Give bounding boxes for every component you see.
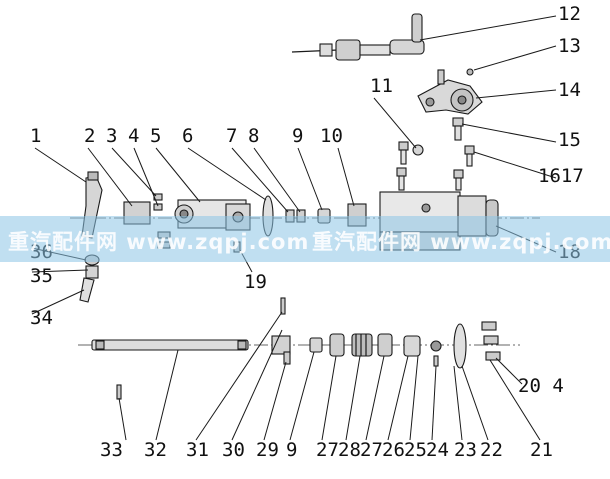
- leader-lines: [31, 15, 557, 441]
- callout-6: 6: [182, 125, 193, 147]
- callout-24: 24: [426, 439, 449, 461]
- part-31-pin: [280, 297, 286, 315]
- part-29-block: [271, 335, 291, 365]
- part-12-linkage-cable: [291, 13, 425, 61]
- callout-14: 14: [558, 79, 581, 101]
- part-15-bolt: [452, 117, 464, 141]
- part-3-4-screws: [153, 193, 163, 211]
- callout-3: 3: [106, 125, 117, 147]
- callout-8: 8: [248, 125, 259, 147]
- callout-9-upper: 9: [292, 125, 303, 147]
- callout-34: 34: [30, 307, 53, 329]
- callout-2: 2: [84, 125, 95, 147]
- callout-31: 31: [186, 439, 209, 461]
- callout-28: 28: [338, 439, 361, 461]
- callout-20-4: 20 4: [518, 375, 564, 397]
- callout-9-lower: 9: [286, 439, 297, 461]
- callout-27-b: 27: [360, 439, 383, 461]
- part-27-ring-a: [329, 333, 345, 357]
- callout-32: 32: [144, 439, 167, 461]
- callout-25: 25: [404, 439, 427, 461]
- callout-12: 12: [558, 3, 581, 25]
- callout-11: 11: [370, 75, 393, 97]
- watermark-band: [0, 216, 610, 262]
- part-32-shaft: [91, 339, 249, 351]
- part-20-21-bolts: [481, 321, 501, 361]
- callout-33: 33: [100, 439, 123, 461]
- part-34-35-36-bolt-nut: [79, 254, 100, 303]
- callout-13: 13: [558, 35, 581, 57]
- part-33-pin: [116, 384, 122, 400]
- part-9-bushing-lower: [309, 337, 323, 353]
- part-23-24-ring-pin: [430, 340, 442, 367]
- callout-27-a: 27: [316, 439, 339, 461]
- part-14-lever-plate: [417, 69, 483, 115]
- callout-35: 35: [30, 265, 53, 287]
- callout-4: 4: [128, 125, 139, 147]
- callout-26: 26: [382, 439, 405, 461]
- part-11-bolts: [396, 141, 424, 191]
- part-22-washer: [453, 323, 467, 369]
- part-27-ring-b: [377, 333, 393, 357]
- part-16-17-bolts: [453, 145, 475, 191]
- callout-15: 15: [558, 129, 581, 151]
- part-25-26-bushing: [403, 335, 421, 357]
- callout-19: 19: [244, 271, 267, 293]
- callout-23: 23: [454, 439, 477, 461]
- callout-7: 7: [226, 125, 237, 147]
- callout-5: 5: [150, 125, 161, 147]
- part-13-nut: [466, 68, 474, 76]
- callout-1617: 1617: [538, 165, 584, 187]
- callout-30: 30: [222, 439, 245, 461]
- watermark-right: 重汽配件网 www.zqpj.com: [312, 230, 610, 254]
- callout-1: 1: [30, 125, 41, 147]
- part-28-spring: [351, 333, 373, 357]
- callout-10: 10: [320, 125, 343, 147]
- callout-29: 29: [256, 439, 279, 461]
- callout-22: 22: [480, 439, 503, 461]
- callout-21: 21: [530, 439, 553, 461]
- watermark-left: 重汽配件网 www.zqpj.com: [8, 230, 310, 254]
